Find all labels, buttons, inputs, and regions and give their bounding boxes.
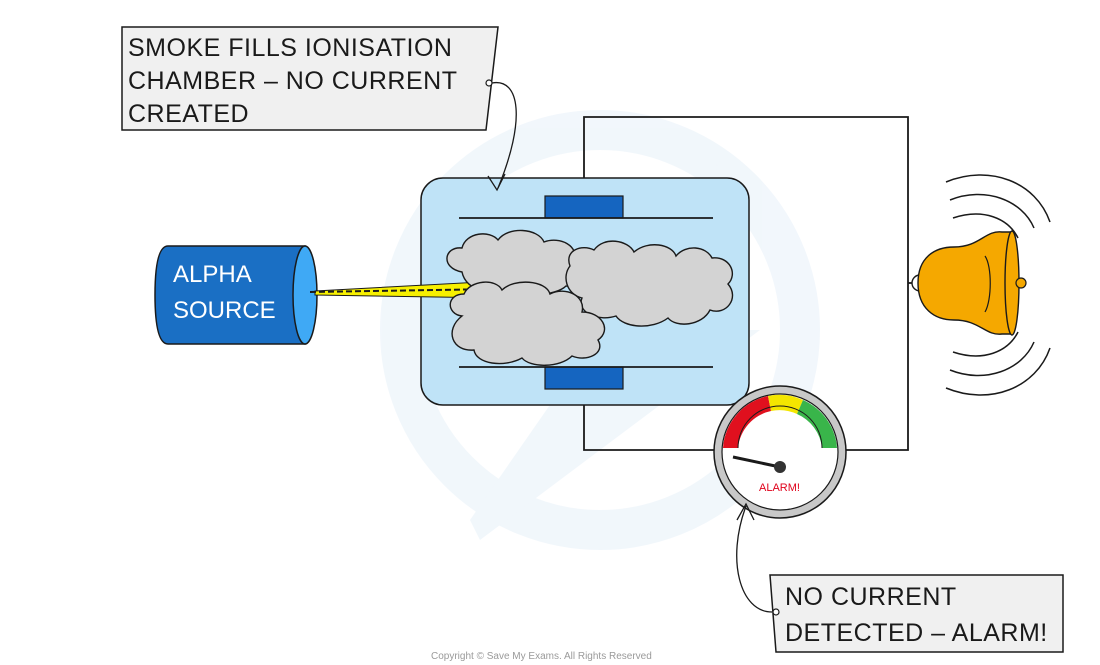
bell-ringing-lines [945,174,1051,396]
gauge-needle [732,455,781,469]
callout-bottom-pointer-dot [772,608,780,616]
copyright-notice: Copyright © Save My Exams. All Rights Re… [431,651,652,662]
callout-no-current: NO CURRENT DETECTED – ALARM! [736,502,1064,653]
smoke-clouds [446,229,734,366]
callout-top-arrow [491,82,517,189]
callout-top-line1: SMOKE FILLS IONISATION [128,34,453,62]
top-electrode [544,195,624,219]
alpha-source-label-line1: ALPHA [173,261,252,288]
smoke-cloud-lower-left [449,281,606,366]
bottom-electrode [544,366,624,390]
callout-bottom-line2: DETECTED – ALARM! [785,619,1048,647]
current-meter: ALARM! [713,385,847,519]
callout-bottom-line1: NO CURRENT [785,583,957,611]
gauge-pivot [774,461,786,473]
alpha-source-label-line2: SOURCE [173,297,276,324]
callout-bottom-arrow [736,505,773,613]
gauge-green-zone [797,400,837,448]
callout-top-line3: CREATED [128,100,249,128]
gauge-alarm-label: ALARM! [759,482,800,494]
alpha-source: ALPHA SOURCE [154,245,318,345]
alarm-bell [911,230,1027,336]
callout-smoke-fills: SMOKE FILLS IONISATION CHAMBER – NO CURR… [121,26,517,192]
callout-top-pointer-dot [485,79,493,87]
gauge-yellow-zone [768,394,803,414]
smoke-cloud-right [565,240,734,327]
callout-top-line2: CHAMBER – NO CURRENT [128,67,457,95]
